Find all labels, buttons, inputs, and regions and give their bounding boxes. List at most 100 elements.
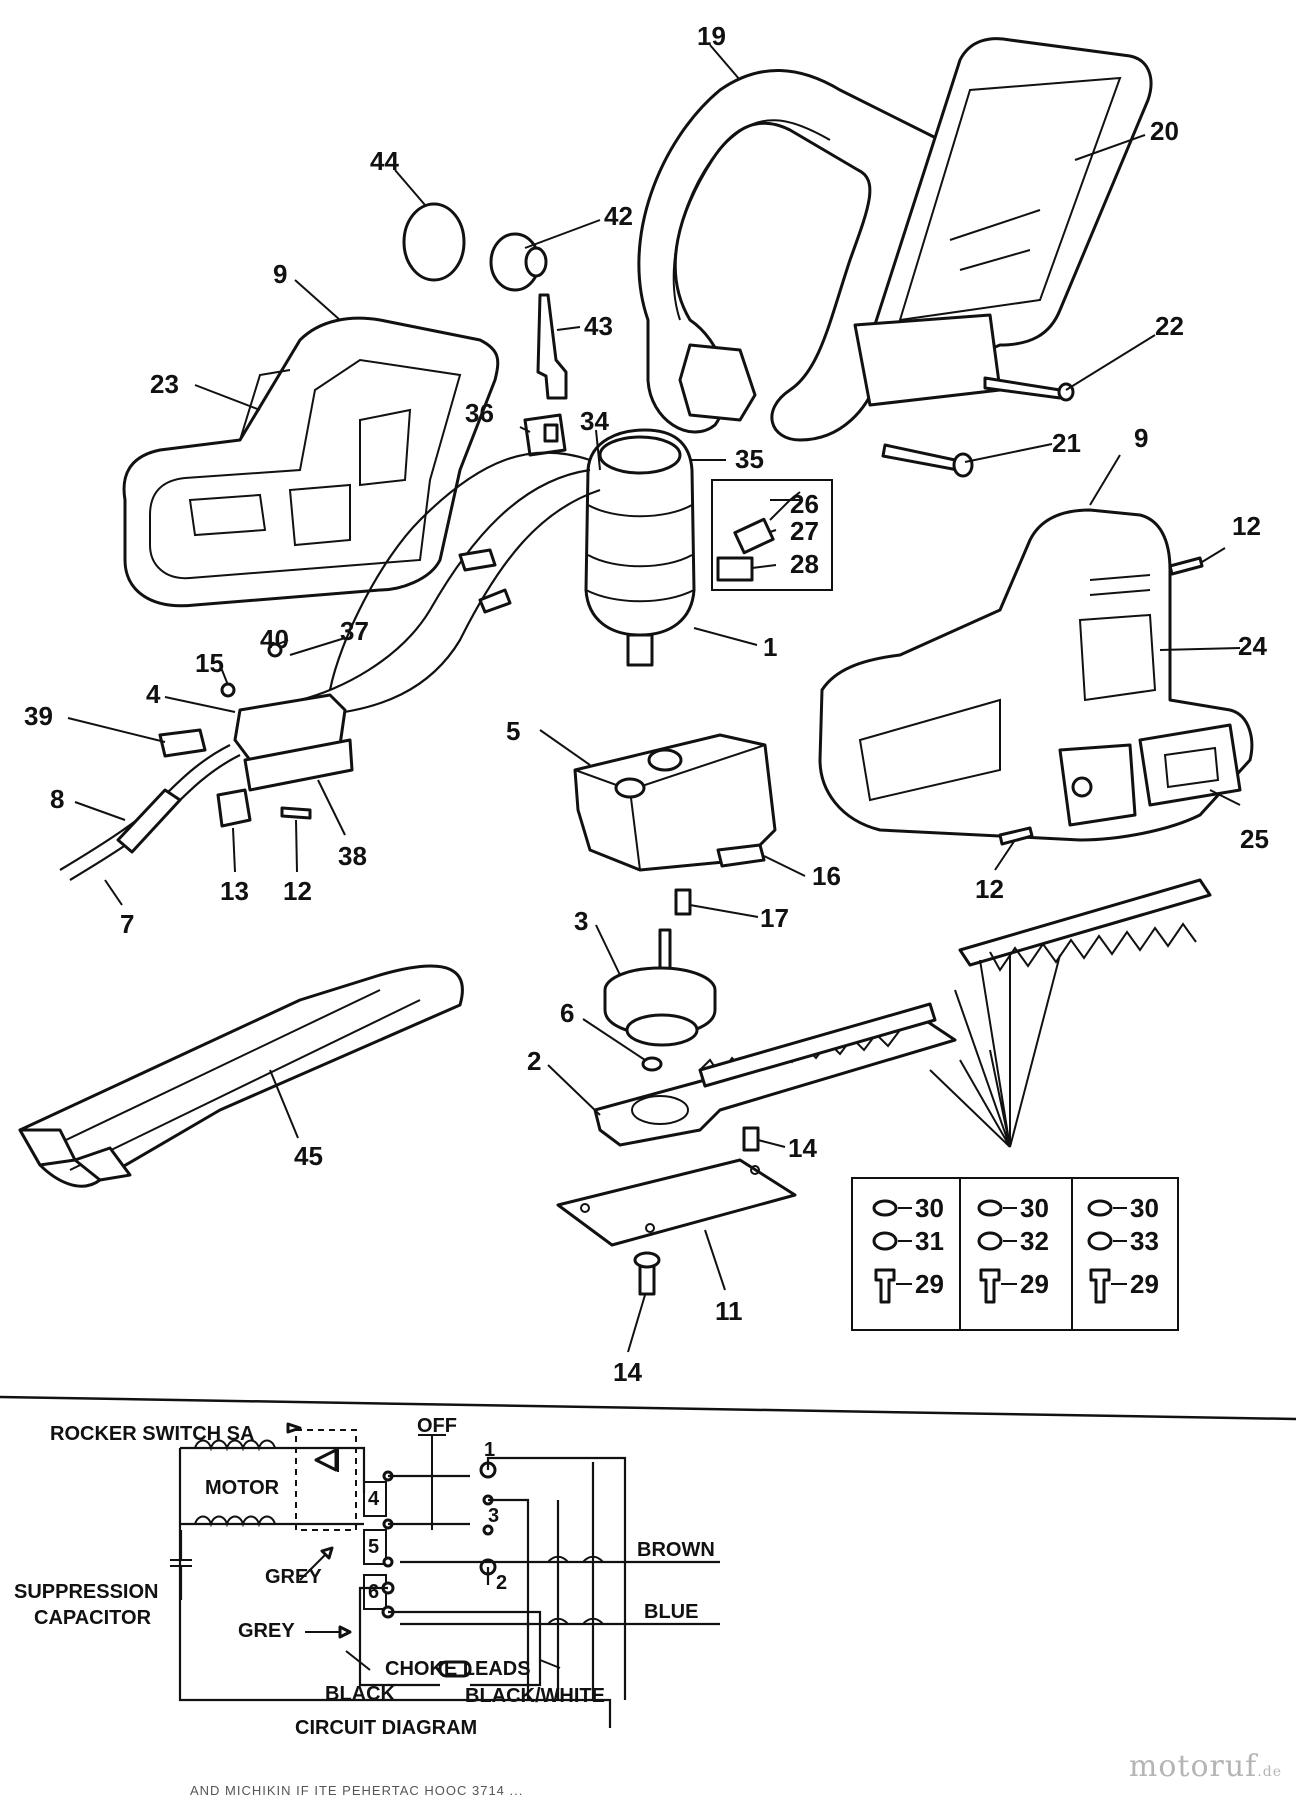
label-brown: BROWN bbox=[637, 1539, 715, 1561]
leader-9-right bbox=[1089, 454, 1121, 506]
part-11-hole-2 bbox=[750, 1165, 760, 1175]
callout-31: 31 bbox=[915, 1226, 944, 1256]
leader-17 bbox=[689, 904, 759, 918]
label-terminal-5: 5 bbox=[368, 1536, 379, 1558]
callout-12-left: 12 bbox=[283, 876, 312, 906]
grey-arrow-1-head bbox=[320, 1546, 334, 1560]
callout-17: 17 bbox=[760, 903, 789, 933]
part-44-disc bbox=[402, 202, 466, 282]
callout-32: 32 bbox=[1020, 1226, 1049, 1256]
leader-9-left bbox=[294, 279, 341, 321]
rocker-switch-dashed-box bbox=[295, 1429, 357, 1531]
leader-27 bbox=[769, 529, 777, 533]
part-17-screw bbox=[674, 888, 692, 916]
label-grey-1: GREY bbox=[265, 1566, 322, 1588]
part-19-clamp bbox=[678, 343, 757, 422]
circuit-right-outer bbox=[486, 1456, 627, 1700]
label-off: OFF bbox=[417, 1415, 457, 1437]
callout-9-left: 9 bbox=[273, 259, 287, 289]
part-20-guard-window bbox=[898, 76, 1122, 322]
part-1-motor-shaft bbox=[626, 633, 654, 667]
part-20-hand-guard bbox=[868, 37, 1153, 397]
leader-37 bbox=[289, 637, 346, 656]
label-terminal-6: 6 bbox=[368, 1581, 379, 1603]
leader-14-top bbox=[757, 1139, 786, 1148]
label-rocker-switch: ROCKER SWITCH SA bbox=[50, 1423, 254, 1445]
callout-30-b: 30 bbox=[1020, 1193, 1049, 1223]
callout-34: 34 bbox=[580, 406, 609, 436]
callout-44: 44 bbox=[370, 146, 399, 176]
callout-21: 21 bbox=[1052, 428, 1081, 458]
callout-14-bottom: 14 bbox=[613, 1357, 642, 1387]
part-11-cover-plate bbox=[556, 1158, 797, 1247]
part-25-switch-window bbox=[1163, 746, 1220, 789]
part-13-strain-relief bbox=[216, 788, 252, 828]
section-divider bbox=[0, 1395, 1296, 1421]
brush-assembly-box bbox=[711, 479, 833, 591]
leader-5 bbox=[539, 729, 591, 766]
part-29-bolt-b bbox=[979, 1268, 1001, 1304]
label-black: BLACK bbox=[325, 1683, 396, 1705]
leader-16 bbox=[763, 855, 806, 877]
leader-14-bottom bbox=[627, 1294, 646, 1353]
choke-lead-wires bbox=[358, 1586, 542, 1687]
part-38-clamp-base bbox=[243, 738, 354, 792]
callout-19: 19 bbox=[697, 21, 726, 51]
part-9-housing-inner-rim bbox=[149, 358, 462, 580]
label-motor: MOTOR bbox=[205, 1477, 280, 1499]
callout-40: 40 bbox=[260, 624, 289, 654]
callout-15: 15 bbox=[195, 648, 224, 678]
callout-12-right-top: 12 bbox=[1232, 511, 1261, 541]
callout-11: 11 bbox=[715, 1296, 743, 1326]
callout-24: 24 bbox=[1238, 631, 1267, 661]
callout-1: 1 bbox=[763, 632, 777, 662]
choke-coil bbox=[438, 1660, 472, 1678]
label-terminal-3: 3 bbox=[488, 1505, 499, 1527]
circuit-diagram: ROCKER SWITCH SA OFF MOTOR SUPPRESSION C… bbox=[14, 1415, 720, 1739]
leader-40 bbox=[275, 639, 289, 646]
callout-36: 36 bbox=[465, 398, 494, 428]
callout-30-a: 30 bbox=[915, 1193, 944, 1223]
callout-35: 35 bbox=[735, 444, 764, 474]
callout-29-b: 29 bbox=[1020, 1269, 1049, 1299]
part-29-bolt-a bbox=[874, 1268, 896, 1304]
part-8-cord-guard bbox=[116, 788, 182, 854]
leader-15 bbox=[219, 664, 229, 686]
callout-3: 3 bbox=[574, 906, 588, 936]
part-21-bolt bbox=[881, 443, 960, 472]
part-25-side-plate bbox=[1058, 743, 1137, 827]
part-12-screw-right-bottom bbox=[998, 826, 1034, 846]
leader-23 bbox=[194, 384, 261, 411]
leader-38 bbox=[317, 779, 346, 836]
rocker-arrow bbox=[286, 1422, 302, 1434]
hardware-kit-box bbox=[851, 1177, 1179, 1331]
leader-43 bbox=[556, 326, 581, 331]
part-45-blade-sheath bbox=[18, 964, 464, 1188]
part-7-cord bbox=[59, 744, 231, 871]
leader-39 bbox=[67, 717, 166, 743]
part-6-washer bbox=[641, 1056, 663, 1072]
label-suppression: SUPPRESSION bbox=[14, 1581, 158, 1603]
part-9-left-housing bbox=[122, 316, 500, 608]
callout-27: 27 bbox=[790, 516, 819, 546]
leader-28 bbox=[751, 564, 777, 569]
part-20-guard-base bbox=[853, 313, 1002, 407]
label-circuit-diagram: CIRCUIT DIAGRAM bbox=[295, 1717, 477, 1739]
label-capacitor: CAPACITOR bbox=[34, 1607, 152, 1629]
part-45-sheath-ridges bbox=[44, 989, 421, 1171]
motor-coil-bottom bbox=[194, 1515, 276, 1528]
callout-22: 22 bbox=[1155, 311, 1184, 341]
part-24-label-area bbox=[1078, 613, 1157, 702]
part-42-knob-face bbox=[524, 246, 548, 278]
callout-39: 39 bbox=[24, 701, 53, 731]
leader-45 bbox=[269, 1069, 299, 1139]
callout-12-right-bottom: 12 bbox=[975, 874, 1004, 904]
circuit-top-left bbox=[180, 1446, 366, 1493]
part-15-screw bbox=[220, 682, 236, 698]
motor-coil-top bbox=[194, 1439, 276, 1452]
part-9-housing-ribs bbox=[188, 408, 412, 547]
leader-44 bbox=[394, 169, 426, 206]
leader-4 bbox=[164, 696, 236, 713]
part-21-bolt-head bbox=[952, 452, 974, 478]
